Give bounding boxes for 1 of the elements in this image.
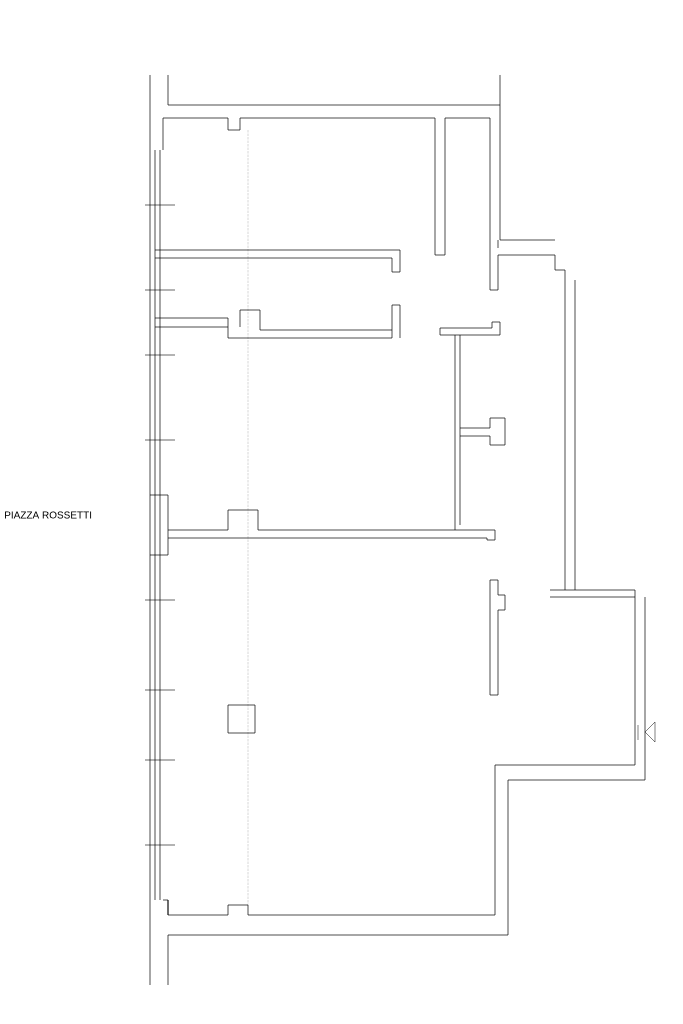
- street-label: PIAZZA ROSSETTI: [5, 511, 92, 519]
